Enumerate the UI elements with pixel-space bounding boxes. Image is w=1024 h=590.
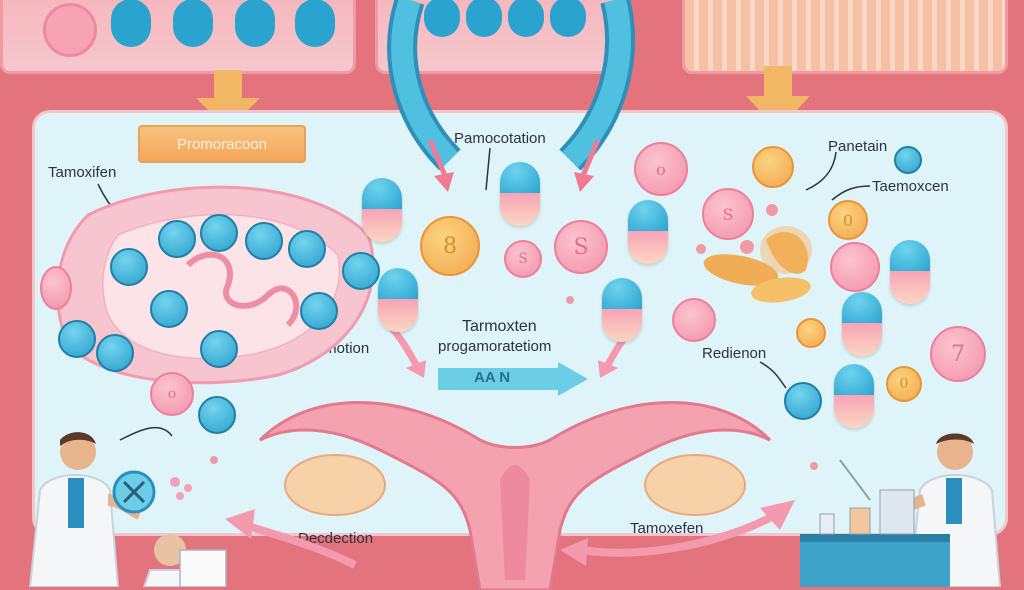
pill-icon: [628, 200, 668, 264]
tablet-icon: o: [634, 142, 688, 196]
doctor-illustration: [28, 432, 227, 587]
pill-icon: [784, 382, 822, 420]
center-title-line2: progamoratetiom: [438, 338, 552, 355]
tablet-icon: S: [554, 220, 608, 274]
decor-dot: [566, 296, 574, 304]
curved-arrow-icon: [560, 500, 795, 566]
curved-arrow-icon: [387, 0, 635, 170]
pill-icon: [200, 330, 238, 368]
tablet-icon: 0: [828, 200, 868, 240]
tamoxcen-label: Taemoxcen: [872, 178, 949, 195]
tablet-icon: S: [504, 240, 542, 278]
pill-icon: [894, 146, 922, 174]
pill-icon: [378, 268, 418, 332]
pamocotation-label: Pamocotation: [454, 130, 546, 147]
decor-dot: [696, 244, 706, 254]
tablet-icon: [752, 146, 794, 188]
pill-icon: [890, 240, 930, 304]
decoction-label: Decdection: [298, 530, 374, 547]
pill-icon: [300, 292, 338, 330]
pill-icon: [288, 230, 326, 268]
decor-dot: [210, 456, 218, 464]
pill-icon: [500, 162, 540, 226]
tamoxefen-bottom-label: Tamoxefen: [630, 520, 704, 537]
pill-icon: [58, 320, 96, 358]
decor-dot: [810, 462, 818, 470]
top-panel-left: [0, 0, 356, 74]
pill-icon: [342, 252, 380, 290]
tablet-icon: [672, 298, 716, 342]
pill-icon: [198, 396, 236, 434]
tablet-icon: S: [702, 188, 754, 240]
pill-icon: [150, 290, 188, 328]
pill-icon: [96, 334, 134, 372]
down-arrow-icon: [574, 140, 601, 192]
tablet-icon: 0: [886, 366, 922, 402]
doctor-illustration: [800, 433, 1002, 587]
panetain-label: Panetain: [828, 138, 888, 155]
uterus-illustration: [258, 401, 772, 590]
pill-icon: [834, 364, 874, 428]
pill-icon: [158, 220, 196, 258]
tablet-icon: 7: [930, 326, 986, 382]
decor-dot: [766, 204, 778, 216]
pill-icon: [200, 214, 238, 252]
tablet-icon: o: [150, 372, 194, 416]
down-arrow-icon: [427, 140, 454, 192]
tamoxifen-label: Tamoxifen: [48, 164, 117, 181]
center-title-line1: Tarmoxten: [462, 318, 537, 335]
tablet-icon: [40, 266, 72, 310]
tablet-icon: [703, 226, 812, 303]
pill-icon: [110, 248, 148, 286]
pill-icon: [362, 178, 402, 242]
tablet-icon: [796, 318, 826, 348]
pill-icon: [842, 292, 882, 356]
tablet-icon: 8: [420, 216, 480, 276]
right-arrow-icon: [438, 362, 588, 396]
promo-label-box: Promoracoon: [138, 125, 306, 163]
down-arrow-icon: [389, 328, 426, 378]
curved-arrow-icon: [225, 509, 357, 569]
arrow-banner-text: AA N: [474, 369, 511, 386]
pill-icon: [602, 278, 642, 342]
top-panel-right: [682, 0, 1008, 74]
pill-icon: [245, 222, 283, 260]
redienon-label: Redienon: [702, 345, 767, 362]
decor-dot: [740, 240, 754, 254]
tablet-icon: [830, 242, 880, 292]
